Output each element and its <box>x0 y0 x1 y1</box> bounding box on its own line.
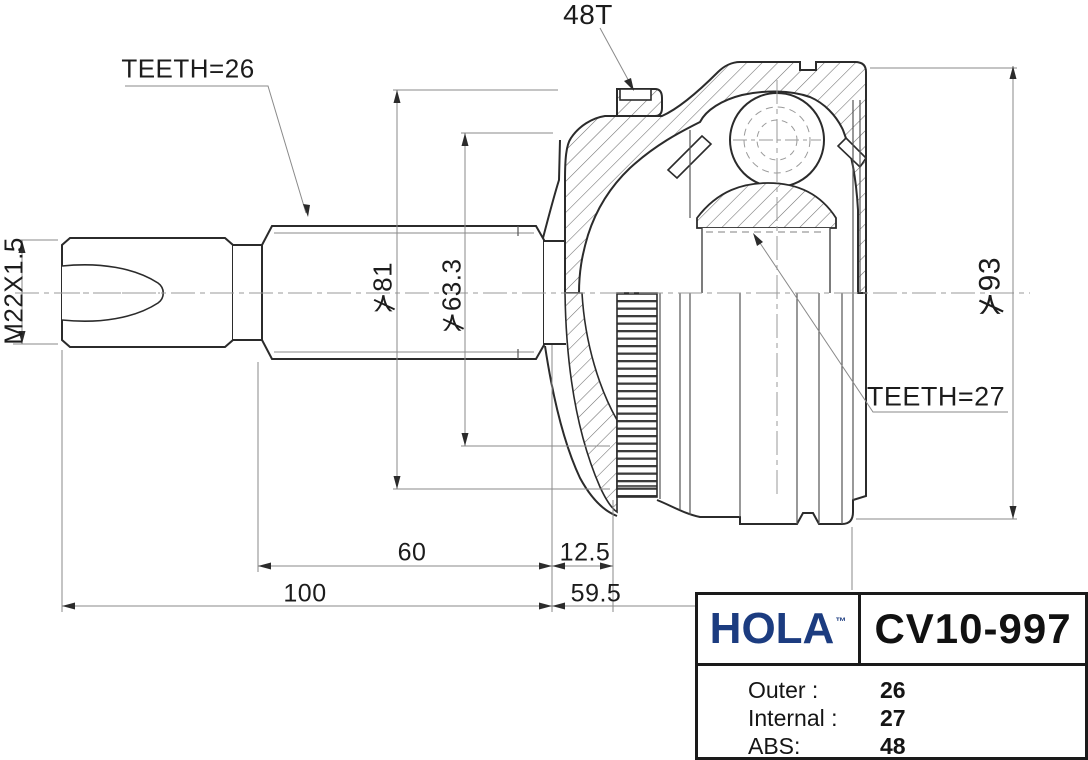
label-diameter-81: ⊁81 <box>367 261 398 315</box>
label-thread-size: M22X1.5 <box>0 237 29 345</box>
label-teeth-inner: TEETH=27 <box>866 381 1006 412</box>
spec-value-internal: 27 <box>880 705 906 731</box>
label-diameter-93: ⊁93 <box>973 256 1007 318</box>
spec-row-internal: Internal : 27 <box>748 704 1085 732</box>
trademark-symbol: ™ <box>835 616 847 628</box>
dimension-lines <box>13 66 1017 612</box>
label-diameter-63: ⊁63.3 <box>436 258 467 334</box>
bell-exterior-lines <box>659 293 854 524</box>
abs-ring-section <box>616 88 663 117</box>
dim-shaft-length: 100 <box>283 579 327 608</box>
dimension-arrows <box>18 66 1017 610</box>
spec-label-abs: ABS: <box>748 733 801 759</box>
label-abs-teeth: 48T <box>563 0 613 30</box>
spec-label-outer: Outer : <box>748 677 819 703</box>
leader-lines <box>125 27 1008 413</box>
bell-exterior-profile <box>656 293 867 525</box>
spec-row-abs: ABS: 48 <box>748 732 1085 760</box>
spec-list: Outer : 26 Internal : 27 ABS: 48 <box>698 666 1085 760</box>
neck-section-lower <box>564 292 618 514</box>
title-block: HOLA™ CV10-997 Outer : 26 Internal : 27 … <box>695 592 1088 760</box>
brand-logo: HOLA™ <box>710 607 847 651</box>
dim-spline-length: 60 <box>397 538 427 567</box>
label-teeth-outer: TEETH=26 <box>121 53 255 84</box>
brand-logo-text: HOLA <box>709 604 835 653</box>
spec-value-abs: 48 <box>880 733 906 759</box>
part-number: CV10-997 <box>874 605 1072 652</box>
brand-cell: HOLA™ <box>698 595 861 663</box>
abs-ring-teeth-band <box>616 292 658 498</box>
title-block-top-row: HOLA™ CV10-997 <box>698 595 1085 666</box>
spec-label-internal: Internal : <box>748 705 838 731</box>
spec-row-outer: Outer : 26 <box>748 676 1085 704</box>
spec-value-outer: 26 <box>880 677 906 703</box>
part-number-cell: CV10-997 <box>861 595 1085 663</box>
dim-joint-length: 59.5 <box>570 579 622 608</box>
dim-ring-offset: 12.5 <box>559 538 611 567</box>
inner-race-section <box>696 182 837 293</box>
